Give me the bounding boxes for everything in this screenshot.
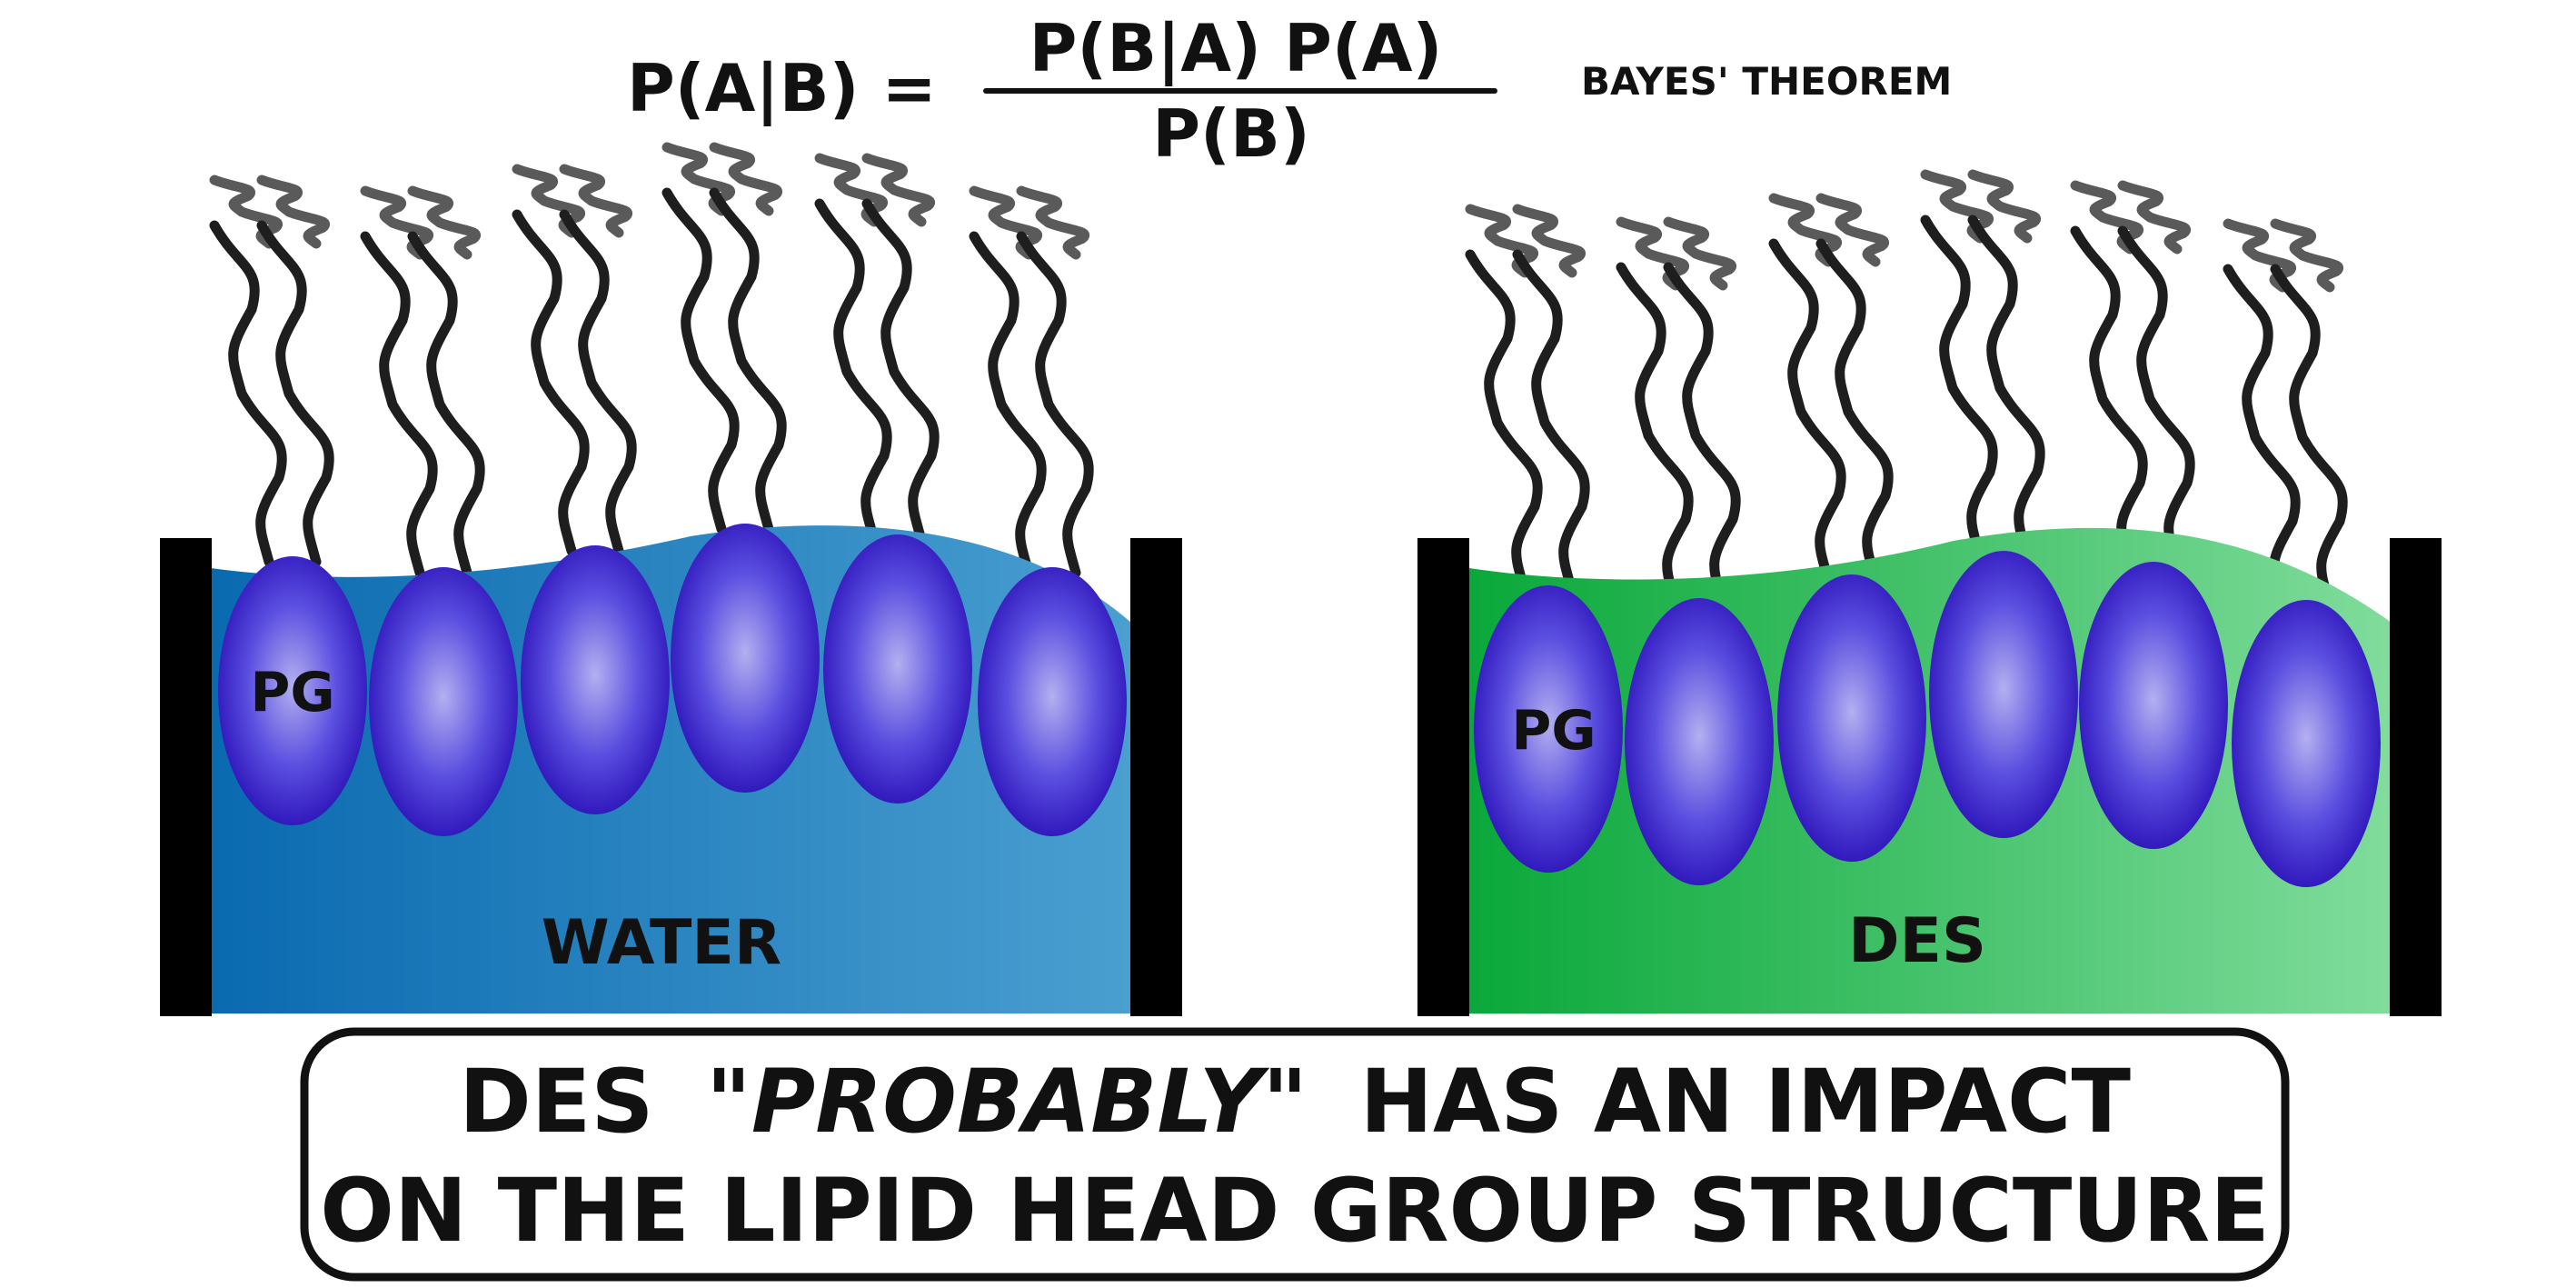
des-tails: [1465, 169, 2348, 611]
lipid-tail: [512, 209, 590, 556]
lipid-head-group: [823, 534, 972, 804]
lipid-tail: [1768, 238, 1846, 585]
lipid-tail-tip: [1016, 185, 1089, 260]
caption-line-1: DES "PROBABLY" HAS AN IMPACT: [459, 1051, 2131, 1153]
lipid-tail: [1663, 262, 1741, 609]
lipid-head-group: [978, 567, 1127, 836]
water-right-wall: [1130, 538, 1182, 1016]
caption-line-2: ON THE LIPID HEAD GROUP STRUCTURE: [320, 1160, 2270, 1262]
lipid-tail: [256, 220, 334, 567]
lipid-tail-tip: [2270, 218, 2343, 293]
equation-name: BAYES' THEOREM: [1581, 59, 1952, 104]
lipid-tail: [2270, 264, 2348, 611]
lipid-tail: [1616, 262, 1694, 609]
lipid-head-group: [1474, 585, 1623, 873]
lipid-tail-tip: [709, 142, 782, 216]
des-panel: PG DES: [1417, 169, 2442, 1016]
water-left-wall: [160, 538, 212, 1016]
lipid-tail: [2070, 225, 2148, 573]
lipid-tail: [407, 231, 485, 578]
lipid-tail: [861, 198, 940, 545]
caption-emphasis: "PROBABLY": [706, 1051, 1308, 1153]
lipid-tail: [1016, 231, 1094, 578]
caption-suffix: HAS AN IMPACT: [1360, 1051, 2131, 1153]
water-panel: PG WATER: [160, 142, 1182, 1016]
equation-numerator: P(B|A) P(A): [1029, 10, 1443, 87]
lipid-head-group: [521, 545, 670, 814]
lipid-tail: [814, 198, 892, 545]
lipid-tail-tip: [1815, 193, 1889, 267]
lipid-tail-tip: [1967, 169, 2041, 244]
lipid-tail: [209, 220, 287, 567]
des-head-label: PG: [1511, 699, 1596, 763]
des-left-wall: [1417, 538, 1469, 1016]
lipid-tail: [2117, 225, 2195, 573]
lipid-tail: [969, 231, 1047, 578]
lipid-head-group: [1625, 598, 1774, 885]
lipid-tail-tip: [559, 164, 632, 238]
lipid-tail: [360, 231, 438, 578]
lipid-head-group: [369, 567, 518, 836]
lipid-tail: [661, 187, 740, 534]
lipid-tail: [2223, 264, 2301, 611]
lipid-tail-tip: [1663, 216, 1736, 291]
water-heads: PG: [218, 524, 1127, 836]
bayes-equation: P(A|B) = P(B|A) P(A) P(B) BAYES' THEOREM: [627, 10, 1952, 172]
lipid-tail: [709, 187, 787, 534]
lipid-tail-tip: [256, 175, 330, 249]
des-right-wall: [2390, 538, 2442, 1016]
caption-box: DES "PROBABLY" HAS AN IMPACT ON THE LIPI…: [300, 1027, 2290, 1282]
des-solvent-label: DES: [1848, 905, 1986, 977]
equation-lhs: P(A|B) =: [627, 50, 937, 127]
lipid-tail-tip: [407, 185, 481, 260]
caption-frame: [300, 1027, 2290, 1282]
lipid-head-group: [2079, 562, 2228, 849]
lipid-tail: [559, 209, 637, 556]
lipid-head-group: [1777, 574, 1926, 862]
water-tails: [209, 142, 1094, 578]
lipid-tail: [1815, 238, 1894, 585]
equation-denominator: P(B): [1152, 95, 1309, 172]
lipid-tail-tip: [1512, 204, 1586, 278]
lipid-tail: [1920, 215, 1998, 562]
lipid-head-group: [218, 556, 367, 825]
des-heads: PG: [1474, 551, 2381, 887]
lipid-tail: [1967, 215, 2045, 562]
lipid-tail: [1512, 249, 1590, 596]
lipid-tail: [1465, 249, 1543, 596]
lipid-tail-tip: [861, 153, 935, 227]
lipid-head-group: [2232, 600, 2381, 887]
lipid-tail-tip: [2117, 180, 2191, 255]
water-head-label: PG: [250, 661, 334, 724]
water-solvent-label: WATER: [542, 907, 782, 979]
lipid-head-group: [1929, 551, 2078, 838]
lipid-head-group: [671, 524, 820, 793]
caption-prefix: DES: [459, 1051, 653, 1153]
